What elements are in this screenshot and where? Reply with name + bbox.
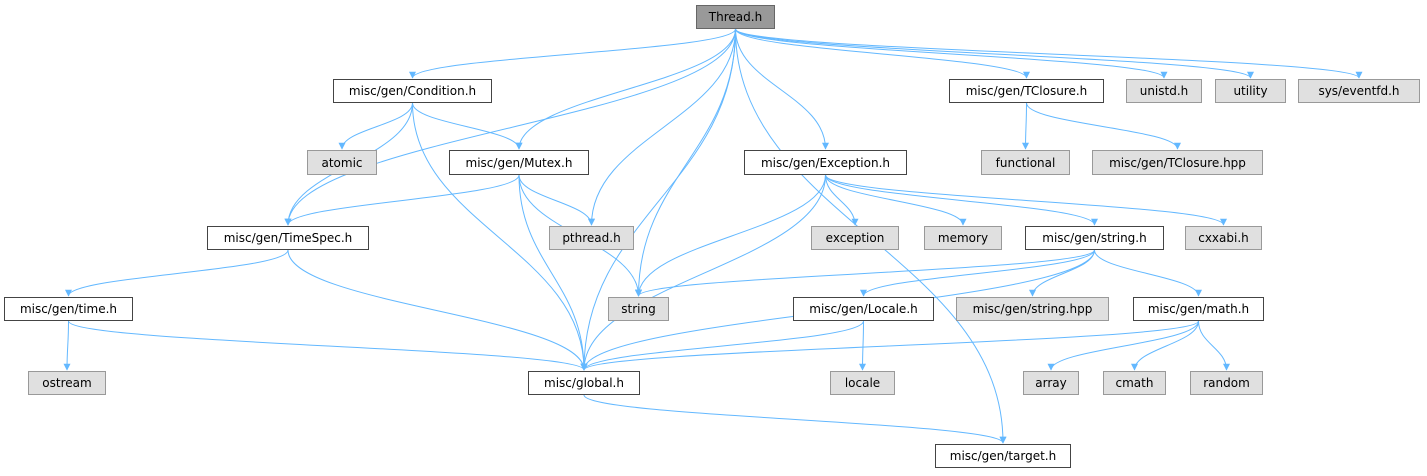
node-atomic: atomic <box>307 150 377 175</box>
node-functional: functional <box>981 150 1070 175</box>
edge-exception_h-to-global <box>580 174 826 371</box>
edge-exception_h-to-string_h <box>825 174 1098 226</box>
node-label: functional <box>995 155 1056 170</box>
node-label: misc/gen/TClosure.hpp <box>1109 155 1246 170</box>
node-label: misc/gen/time.h <box>19 302 118 316</box>
node-pthread: pthread.h <box>549 226 634 250</box>
edge-thread-to-utility <box>735 28 1254 79</box>
node-label: cxxabi.h <box>1198 231 1249 245</box>
edge-math_h-to-global <box>580 320 1199 371</box>
edge-thread-to-unistd <box>735 28 1168 79</box>
edge-time_h-to-global <box>68 320 588 371</box>
edge-string_h-to-locale_h <box>860 249 1095 297</box>
node-label: cmath <box>1115 376 1154 390</box>
node-cxxabi: cxxabi.h <box>1185 226 1262 250</box>
node-label: Thread.h <box>708 10 763 24</box>
node-unistd: unistd.h <box>1126 79 1202 103</box>
node-label: misc/gen/TClosure.h <box>965 84 1088 98</box>
edge-thread-to-timespec <box>284 28 736 226</box>
node-string-hpp: misc/gen/string.hpp <box>956 297 1109 321</box>
edge-exception_h-to-string <box>635 174 826 297</box>
node-eventfd: sys/eventfd.h <box>1298 79 1420 103</box>
edge-math_h-to-random <box>1198 320 1230 371</box>
node-label: misc/gen/Exception.h <box>760 155 891 170</box>
node-label: misc/gen/target.h <box>949 449 1057 463</box>
edge-locale_h-to-locale <box>859 320 867 371</box>
node-label: misc/gen/TimeSpec.h <box>223 231 353 245</box>
node-exception-h[interactable]: misc/gen/Exception.h <box>744 150 907 175</box>
node-label: misc/gen/math.h <box>1147 302 1250 316</box>
edge-time_h-to-ostream <box>63 320 71 371</box>
node-label: sys/eventfd.h <box>1318 84 1400 98</box>
node-label: misc/global.h <box>544 376 624 390</box>
edge-math_h-to-array <box>1047 320 1199 371</box>
edge-condition-to-global <box>412 102 588 371</box>
node-locale-h[interactable]: misc/gen/Locale.h <box>793 297 934 321</box>
edge-timespec-to-global <box>287 249 588 371</box>
edge-timespec-to-time_h <box>65 249 289 297</box>
edge-mutex-to-global <box>518 174 588 371</box>
node-label: string <box>621 302 656 316</box>
node-cmath: cmath <box>1103 371 1166 395</box>
node-string-h[interactable]: misc/gen/string.h <box>1025 226 1164 250</box>
edge-thread-to-global <box>580 28 736 371</box>
node-locale: locale <box>830 371 895 395</box>
node-label: utility <box>1233 84 1268 98</box>
edge-string_h-to-string <box>635 249 1095 297</box>
edge-condition-to-atomic <box>338 102 413 150</box>
node-tclosure-hpp: misc/gen/TClosure.hpp <box>1092 150 1263 175</box>
node-label: atomic <box>321 155 363 170</box>
node-array: array <box>1023 371 1079 395</box>
node-label: ostream <box>42 376 92 390</box>
edge-string_h-to-math_h <box>1094 249 1202 297</box>
node-ostream: ostream <box>28 371 106 395</box>
node-global[interactable]: misc/global.h <box>528 371 640 395</box>
node-label: misc/gen/Condition.h <box>348 84 477 98</box>
edge-exception_h-to-cxxabi <box>825 174 1227 226</box>
node-exception: exception <box>811 226 899 250</box>
edge-thread-to-mutex <box>515 28 736 150</box>
edge-locale_h-to-global <box>580 320 864 371</box>
node-label: misc/gen/Mutex.h <box>465 155 573 170</box>
node-random: random <box>1190 371 1263 395</box>
edge-mutex-to-pthread <box>518 174 595 226</box>
edge-condition-to-mutex <box>412 102 523 150</box>
edge-mutex-to-timespec <box>284 174 520 226</box>
edge-thread-to-exception_h <box>735 28 829 150</box>
edge-thread-to-tclosure <box>735 28 1030 79</box>
edge-thread-to-eventfd <box>735 28 1363 79</box>
node-mutex[interactable]: misc/gen/Mutex.h <box>449 150 589 175</box>
node-label: misc/gen/string.hpp <box>972 302 1093 316</box>
node-label: exception <box>825 231 885 245</box>
node-label: unistd.h <box>1139 84 1189 98</box>
edge-exception_h-to-exception <box>825 174 859 226</box>
node-time-h[interactable]: misc/gen/time.h <box>4 297 133 321</box>
node-utility: utility <box>1215 79 1286 103</box>
node-thread: Thread.h <box>696 5 775 29</box>
node-label: misc/gen/string.h <box>1042 231 1147 245</box>
edge-tclosure-to-tclosure_hpp <box>1026 102 1181 150</box>
node-label: misc/gen/Locale.h <box>809 302 918 316</box>
node-label: memory <box>937 231 989 245</box>
node-tclosure[interactable]: misc/gen/TClosure.h <box>949 79 1104 103</box>
edge-global-to-target <box>583 394 1007 444</box>
node-string: string <box>608 297 669 321</box>
edge-math_h-to-cmath <box>1131 320 1199 371</box>
node-math-h[interactable]: misc/gen/math.h <box>1133 297 1264 321</box>
edge-thread-to-pthread <box>588 28 736 226</box>
edge-thread-to-condition <box>409 28 736 79</box>
node-label: pthread.h <box>562 231 621 245</box>
node-label: locale <box>844 376 881 390</box>
node-label: random <box>1203 376 1250 390</box>
node-label: array <box>1035 376 1067 390</box>
edge-exception_h-to-memory <box>825 174 967 226</box>
node-timespec[interactable]: misc/gen/TimeSpec.h <box>207 226 369 250</box>
node-target[interactable]: misc/gen/target.h <box>935 444 1071 468</box>
node-condition[interactable]: misc/gen/Condition.h <box>333 79 492 103</box>
node-memory: memory <box>924 226 1002 250</box>
edge-tclosure-to-functional <box>1022 102 1030 150</box>
